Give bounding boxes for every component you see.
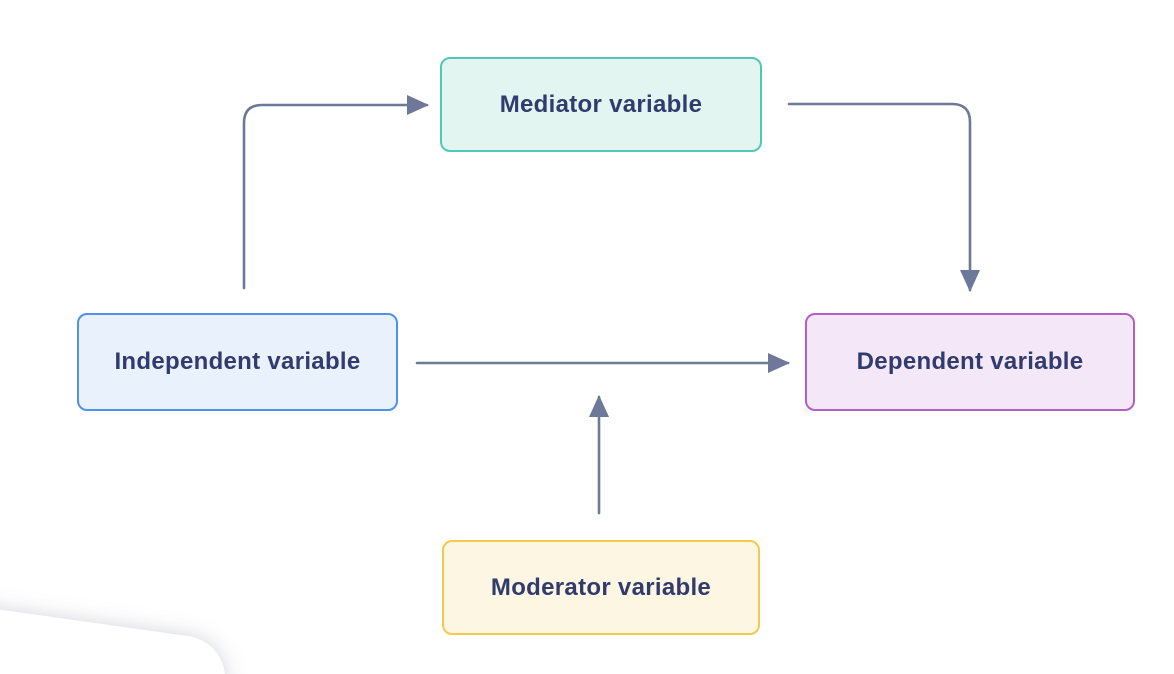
node-label-independent: Independent variable (114, 348, 361, 375)
corner-decoration (0, 532, 231, 674)
node-label-moderator: Moderator variable (490, 573, 712, 601)
node-mediator-variable: Mediator variable (440, 57, 762, 152)
node-label-mediator: Mediator variable (499, 90, 703, 118)
node-dependent-variable: Dependent variable (805, 313, 1135, 411)
arrow-independent-to-mediator (242, 95, 429, 290)
node-label-dependent: Dependent variable (856, 348, 1084, 375)
arrow-mediator-to-dependent (787, 102, 980, 292)
node-independent-variable: Independent variable (77, 313, 398, 411)
node-moderator-variable: Moderator variable (442, 540, 760, 635)
